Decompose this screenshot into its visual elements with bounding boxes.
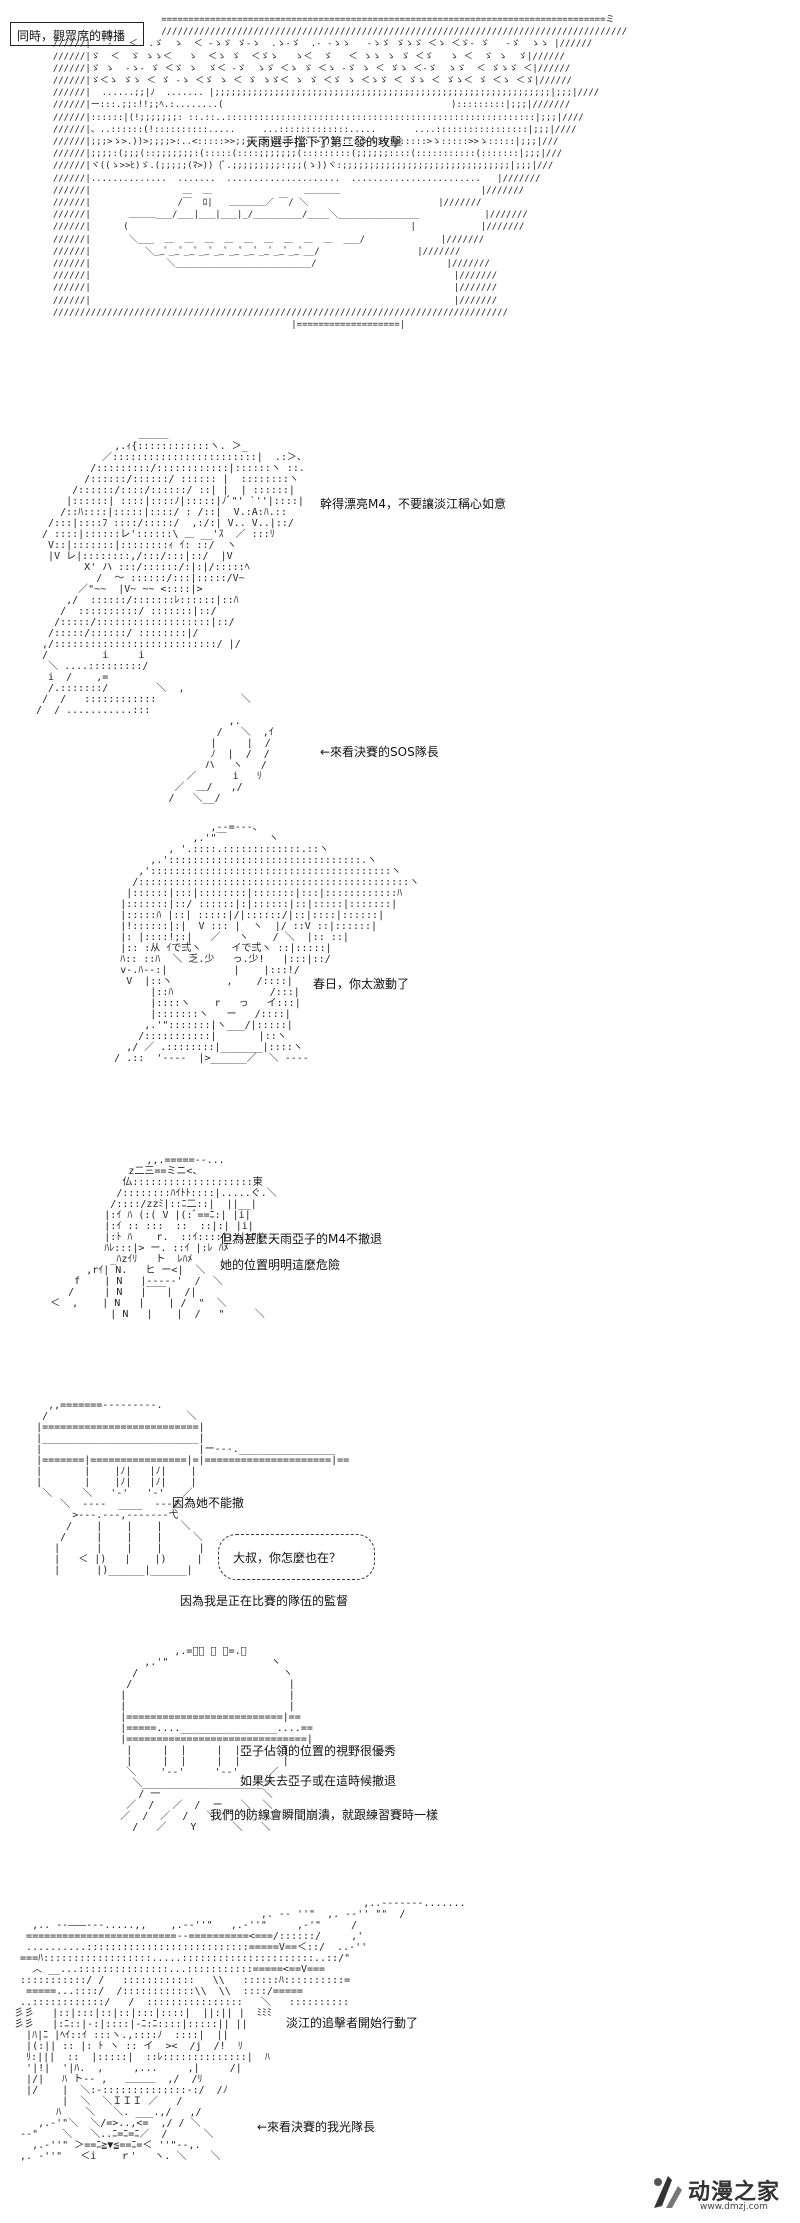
scene1-caption: ←來看決賽的SOS隊長 <box>320 745 439 759</box>
scene5-line3: 我們的防線會瞬間崩潰，就跟練習賽時一樣 <box>210 1808 439 1822</box>
scene3-ascii-art: ,,.=====--... z二三==ミニ<、 仏:::::::::::::::… <box>50 1155 277 1320</box>
site-watermark: 动漫之家 www.dmzj.com <box>648 2172 788 2216</box>
watermark-title: 动漫之家 <box>688 2180 781 2205</box>
scene6-caption: ←來看決賽的我光隊長 <box>257 2120 376 2134</box>
page-title: 同時，觀眾席的轉播 <box>17 29 126 43</box>
scene4-line1: 因為她不能撤 <box>172 1496 245 1510</box>
scene6-ascii-art: ,..-‐‐‐‐--....... ,. -‐ ''" ,. -‐'' "" /… <box>14 1898 466 2162</box>
watermark-url: www.dmzj.com <box>700 2202 768 2212</box>
scene1-line: 幹得漂亮M4，不要讓淡江稱心如意 <box>320 497 506 511</box>
scene3-line1: 但為甚麼天雨亞子的M4不撤退 <box>220 1232 382 1246</box>
banner-caption: 天雨選手擋下了第二發的攻擊 <box>246 135 403 149</box>
scene2-ascii-art: ,--=---、 ,.'"￣ ヽ , '.::::.:::::::::::::.… <box>114 822 420 1064</box>
scene4-speech-bubble: 大叔，你怎麼也在？ <box>218 1534 375 1580</box>
scene1-ascii-art: ＿＿＿ ,.ｨ{::::::::::::ヽ. ＞_ ／:::::::::::::… <box>36 430 307 804</box>
scene3-line2: 她的位置明明這麼危險 <box>220 1258 341 1272</box>
scene2-line: 春日，你太激動了 <box>313 977 410 991</box>
site-logo-icon <box>654 2176 682 2208</box>
title-box: 同時，觀眾席的轉播 <box>10 22 144 46</box>
scene5-line2: 如果失去亞子或在這時候撤退 <box>240 1774 397 1788</box>
scene4-line2: 因為我是正在比賽的隊伍的監督 <box>180 1594 349 1608</box>
scene5-ascii-art: ,.=ﾞ￣ ￣ ￣=.、 ,.'" ヽ / ヽ / | | | | <box>120 1646 313 1833</box>
scene6-line: 淡江的追擊者開始行動了 <box>286 2016 419 2030</box>
scene5-line1: 亞子佔領的位置的視野很優秀 <box>240 1744 397 1758</box>
scene4-ascii-art: ,,=======---------. / ＼ |===============… <box>36 1400 350 1576</box>
banner-ascii-art: ========================================… <box>52 15 628 331</box>
scene4-bubble-text: 大叔，你怎麼也在？ <box>233 1551 342 1565</box>
